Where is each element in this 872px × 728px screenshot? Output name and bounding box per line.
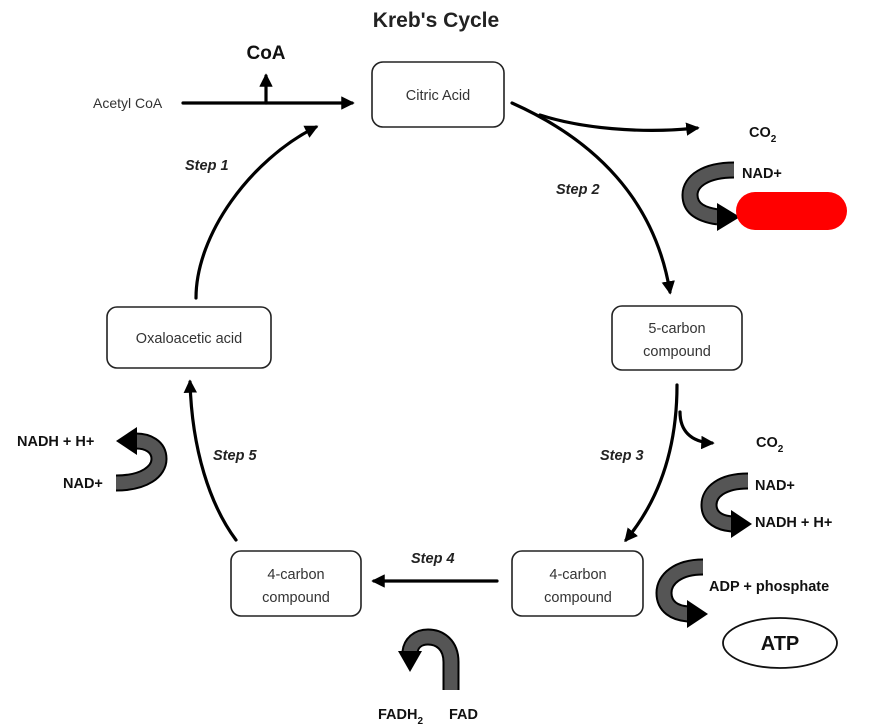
diagram-title: Kreb's Cycle xyxy=(373,9,499,32)
oxaloacetic-acid-box: Oxaloacetic acid xyxy=(106,306,272,369)
four-carbon-right-box: 4-carbon compound xyxy=(511,550,644,617)
four-carbon-right-label-line2: compound xyxy=(544,590,612,606)
step4-adp-curl-arrow xyxy=(655,558,708,628)
five-carbon-label-line1: 5-carbon xyxy=(648,321,705,337)
fad-label: FAD xyxy=(449,707,478,723)
step2-label: Step 2 xyxy=(556,182,600,198)
step5-arrow xyxy=(183,379,238,542)
step3-label: Step 3 xyxy=(600,448,644,464)
step1-label: Step 1 xyxy=(185,158,229,174)
four-carbon-left-box: 4-carbon compound xyxy=(230,550,362,617)
oxaloacetic-acid-label: Oxaloacetic acid xyxy=(136,331,242,347)
four-carbon-left-label-line1: 4-carbon xyxy=(267,567,324,583)
step5-nad-curl-arrow xyxy=(115,427,168,492)
step2-hidden-product-redaction xyxy=(736,192,847,230)
step5-nad-label: NAD+ xyxy=(63,476,103,492)
four-carbon-left-label-line2: compound xyxy=(262,590,330,606)
fad-curl-arrow xyxy=(398,628,460,690)
step3-nadh-label: NADH + H+ xyxy=(755,515,832,531)
atp-ellipse: ATP xyxy=(722,617,838,669)
step5-label: Step 5 xyxy=(213,448,257,464)
citric-acid-label: Citric Acid xyxy=(406,88,470,104)
five-carbon-box: 5-carbon compound xyxy=(611,305,743,371)
step3-co2-label: CO2 xyxy=(756,435,784,455)
acetyl-coa-label: Acetyl CoA xyxy=(93,95,163,111)
atp-label: ATP xyxy=(761,633,800,655)
citric-acid-box: Citric Acid xyxy=(371,61,505,128)
step2-nad-label: NAD+ xyxy=(742,166,782,182)
step1-arrow xyxy=(194,125,319,300)
step4-adp-label: ADP + phosphate xyxy=(709,579,829,595)
four-carbon-right-label-line1: 4-carbon xyxy=(549,567,606,583)
co2-release-arrow-step3 xyxy=(678,410,715,450)
fadh2-label: FADH2 xyxy=(378,707,423,727)
step2-nad-curl-arrow xyxy=(681,161,740,231)
step5-nadh-label: NADH + H+ xyxy=(17,434,94,450)
co2-release-arrow-step2 xyxy=(538,113,700,136)
coa-label: CoA xyxy=(246,43,285,64)
five-carbon-label-line2: compound xyxy=(643,344,711,360)
step2-arrow xyxy=(510,101,675,295)
step2-co2-label: CO2 xyxy=(749,125,777,145)
step3-arrow xyxy=(624,383,679,543)
step4-label: Step 4 xyxy=(411,551,455,567)
step3-nad-label: NAD+ xyxy=(755,478,795,494)
step3-nad-curl-arrow xyxy=(700,472,752,538)
